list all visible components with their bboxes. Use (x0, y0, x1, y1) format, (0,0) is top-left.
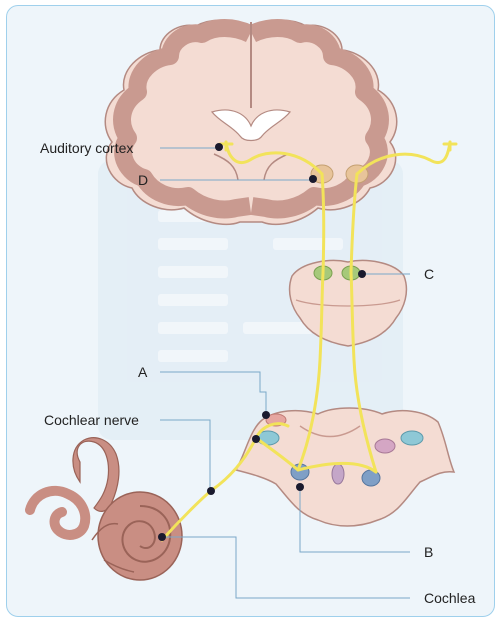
label-d: D (138, 172, 148, 188)
label-cochlea: Cochlea (424, 590, 476, 606)
midbrain-section (288, 259, 408, 347)
marker-cochlea (158, 533, 166, 541)
marker-d (309, 175, 317, 183)
brainstem-section (234, 407, 456, 527)
marker-c (358, 270, 366, 278)
marker-a (262, 411, 270, 419)
label-auditory-cortex: Auditory cortex (40, 140, 133, 156)
marker-b (296, 483, 304, 491)
label-c: C (424, 266, 434, 282)
label-b: B (424, 544, 433, 560)
marker-dots (158, 143, 366, 541)
leader-lines (160, 147, 410, 599)
auditory-pathway (160, 140, 458, 542)
background-watermark (98, 160, 403, 440)
cochlea-icon (25, 437, 183, 581)
label-a: A (138, 364, 148, 380)
brain-coronal-section (104, 19, 398, 226)
marker-auditory-cortex (215, 143, 223, 151)
marker-cochlear-nerve (207, 487, 215, 495)
label-cochlear-nerve: Cochlear nerve (44, 412, 139, 428)
marker-a-2 (252, 435, 260, 443)
